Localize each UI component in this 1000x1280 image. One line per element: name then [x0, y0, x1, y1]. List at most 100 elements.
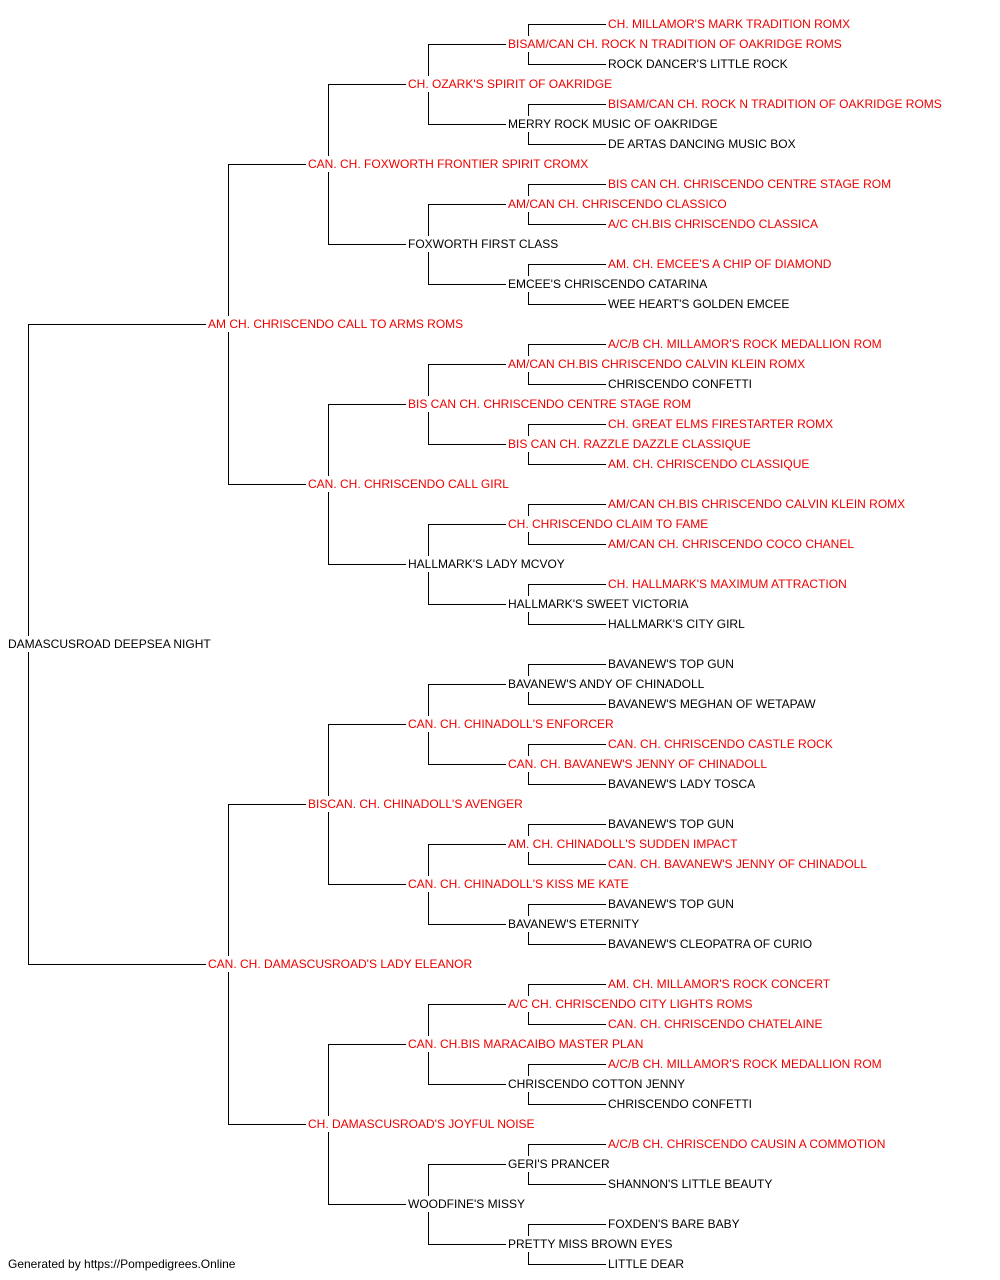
connector-vertical [228, 972, 229, 1125]
connector-horizontal [528, 864, 606, 865]
ancestor-sire-sire: CAN. CH. FOXWORTH FRONTIER SPIRIT CROMX [308, 157, 589, 171]
connector-vertical [528, 292, 529, 305]
connector-vertical [528, 664, 529, 676]
connector-horizontal [428, 1004, 506, 1005]
connector-horizontal [328, 84, 406, 85]
ancestor-sire-dam-dam-sire: CH. CHRISCENDO CLAIM TO FAME [508, 517, 709, 531]
connector-horizontal [528, 704, 606, 705]
connector-vertical [228, 164, 229, 316]
ancestor-sire-sire-sire-sire: BISAM/CAN CH. ROCK N TRADITION OF OAKRID… [508, 37, 842, 51]
connector-vertical [428, 892, 429, 925]
connector-horizontal [528, 1144, 606, 1145]
connector-vertical [328, 1132, 329, 1205]
ancestor-sire: AM CH. CHRISCENDO CALL TO ARMS ROMS [208, 317, 464, 331]
ancestor-dam-dam-dam: WOODFINE'S MISSY [408, 1197, 525, 1211]
connector-vertical [528, 212, 529, 225]
connector-horizontal [428, 44, 506, 45]
ancestor-sire-dam-sire-dam: BIS CAN CH. RAZZLE DAZZLE CLASSIQUE [508, 437, 751, 451]
connector-vertical [428, 572, 429, 605]
ancestor-sire-sire-dam-sire-sire: BIS CAN CH. CHRISCENDO CENTRE STAGE ROM [608, 177, 892, 191]
connector-vertical [228, 804, 229, 956]
ancestor-sire-sire-sire-dam: MERRY ROCK MUSIC OF OAKRIDGE [508, 117, 718, 131]
connector-vertical [528, 584, 529, 596]
ancestor-dam-sire-dam-dam-dam: BAVANEW'S CLEOPATRA OF CURIO [608, 937, 813, 951]
connector-vertical [328, 724, 329, 796]
connector-vertical [528, 1012, 529, 1025]
connector-horizontal [528, 984, 606, 985]
ancestor-dam-sire-dam-sire: AM. CH. CHINADOLL'S SUDDEN IMPACT [508, 837, 738, 851]
connector-horizontal [528, 624, 606, 625]
connector-horizontal [528, 664, 606, 665]
connector-horizontal [528, 464, 606, 465]
connector-vertical [528, 772, 529, 785]
ancestor-sire-dam-sire-dam-sire: CH. GREAT ELMS FIRESTARTER ROMX [608, 417, 834, 431]
ancestor-sire-dam: CAN. CH. CHRISCENDO CALL GIRL [308, 477, 509, 491]
ancestor-sire-sire-dam-dam-sire: AM. CH. EMCEE'S A CHIP OF DIAMOND [608, 257, 832, 271]
connector-vertical [528, 24, 529, 36]
connector-horizontal [528, 544, 606, 545]
connector-horizontal [528, 344, 606, 345]
ancestor-dam-dam-sire-sire-sire: AM. CH. MILLAMOR'S ROCK CONCERT [608, 977, 831, 991]
connector-vertical [528, 1224, 529, 1236]
subject-name: DAMASCUSROAD DEEPSEA NIGHT [8, 637, 211, 651]
ancestor-dam-dam-sire-dam-sire: A/C/B CH. MILLAMOR'S ROCK MEDALLION ROM [608, 1057, 882, 1071]
ancestor-dam-sire-sire-sire-dam: BAVANEW'S MEGHAN OF WETAPAW [608, 697, 816, 711]
ancestor-dam-sire-sire-dam: CAN. CH. BAVANEW'S JENNY OF CHINADOLL [508, 757, 768, 771]
ancestor-dam-sire-sire-sire-sire: BAVANEW'S TOP GUN [608, 657, 734, 671]
connector-vertical [528, 532, 529, 545]
connector-horizontal [528, 944, 606, 945]
ancestor-dam-dam-sire-dam: CHRISCENDO COTTON JENNY [508, 1077, 686, 1091]
ancestor-dam-sire-sire-sire: BAVANEW'S ANDY OF CHINADOLL [508, 677, 705, 691]
ancestor-dam-sire-sire-dam-dam: BAVANEW'S LADY TOSCA [608, 777, 756, 791]
connector-vertical [528, 1172, 529, 1185]
connector-vertical [428, 684, 429, 716]
connector-horizontal [528, 824, 606, 825]
connector-vertical [328, 812, 329, 885]
connector-horizontal [428, 524, 506, 525]
connector-horizontal [28, 324, 206, 325]
connector-horizontal [428, 1084, 506, 1085]
connector-horizontal [528, 1264, 606, 1265]
connector-vertical [428, 1052, 429, 1085]
connector-horizontal [328, 884, 406, 885]
ancestor-sire-dam-dam-sire-sire: AM/CAN CH.BIS CHRISCENDO CALVIN KLEIN RO… [608, 497, 906, 511]
ancestor-dam-dam-dam-dam-dam: LITTLE DEAR [608, 1257, 685, 1271]
connector-vertical [428, 732, 429, 765]
ancestor-dam-sire-sire-dam-sire: CAN. CH. CHRISCENDO CASTLE ROCK [608, 737, 833, 751]
connector-horizontal [528, 64, 606, 65]
connector-vertical [328, 1044, 329, 1116]
ancestor-dam-dam-dam-sire-dam: SHANNON'S LITTLE BEAUTY [608, 1177, 773, 1191]
connector-vertical [528, 984, 529, 996]
footer-credit: Generated by https://Pompedigrees.Online [8, 1257, 236, 1271]
connector-vertical [228, 332, 229, 485]
connector-vertical [528, 372, 529, 385]
connector-vertical [528, 824, 529, 836]
connector-horizontal [328, 404, 406, 405]
ancestor-dam-dam-sire: CAN. CH.BIS MARACAIBO MASTER PLAN [408, 1037, 644, 1051]
connector-horizontal [428, 1164, 506, 1165]
connector-vertical [428, 412, 429, 445]
ancestor-sire-dam-dam-dam-dam: HALLMARK'S CITY GIRL [608, 617, 745, 631]
ancestor-dam-sire-dam-dam: BAVANEW'S ETERNITY [508, 917, 640, 931]
ancestor-sire-dam-dam-sire-dam: AM/CAN CH. CHRISCENDO COCO CHANEL [608, 537, 855, 551]
ancestor-sire-sire-dam-sire: AM/CAN CH. CHRISCENDO CLASSICO [508, 197, 727, 211]
ancestor-sire-dam-sire-sire-dam: CHRISCENDO CONFETTI [608, 377, 752, 391]
ancestor-sire-dam-sire-sire: AM/CAN CH.BIS CHRISCENDO CALVIN KLEIN RO… [508, 357, 806, 371]
connector-horizontal [228, 1124, 306, 1125]
connector-vertical [528, 52, 529, 65]
connector-horizontal [328, 1204, 406, 1205]
connector-vertical [528, 612, 529, 625]
connector-horizontal [528, 304, 606, 305]
connector-horizontal [428, 684, 506, 685]
connector-horizontal [528, 584, 606, 585]
ancestor-sire-dam-sire: BIS CAN CH. CHRISCENDO CENTRE STAGE ROM [408, 397, 692, 411]
ancestor-dam-dam-dam-sire-sire: A/C/B CH. CHRISCENDO CAUSIN A COMMOTION [608, 1137, 886, 1151]
connector-vertical [428, 44, 429, 76]
ancestor-dam-dam-dam-dam: PRETTY MISS BROWN EYES [508, 1237, 673, 1251]
connector-horizontal [228, 484, 306, 485]
ancestor-dam-dam-sire-sire-dam: CAN. CH. CHRISCENDO CHATELAINE [608, 1017, 823, 1031]
ancestor-dam-sire-dam-dam-sire: BAVANEW'S TOP GUN [608, 897, 734, 911]
ancestor-sire-dam-sire-dam-dam: AM. CH. CHRISCENDO CLASSIQUE [608, 457, 810, 471]
connector-horizontal [528, 1104, 606, 1105]
